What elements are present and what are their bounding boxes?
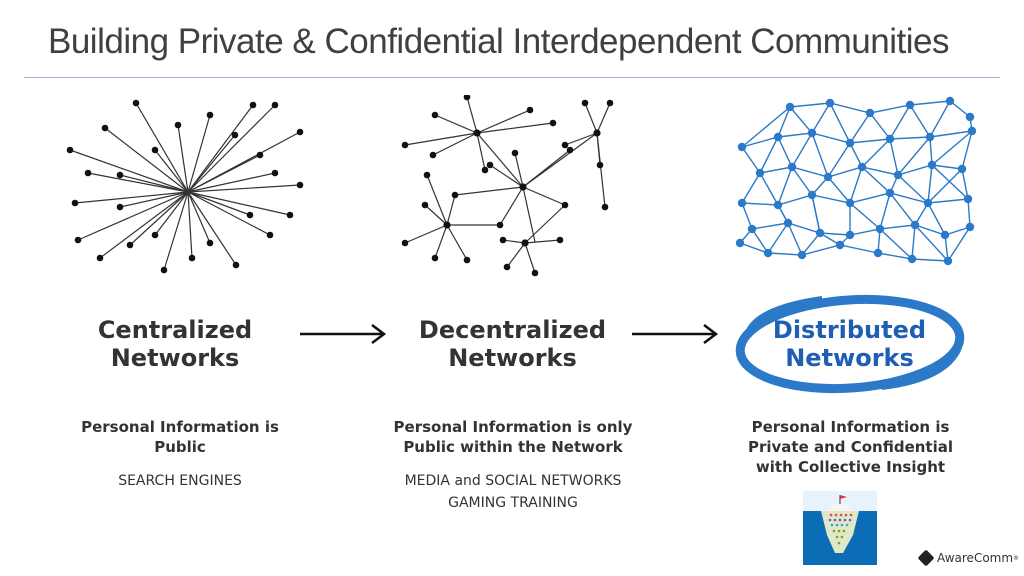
distributed-description: Personal Information is Private and Conf… <box>728 417 973 477</box>
centralized-label-line2: Networks <box>110 344 240 372</box>
decentralized-examples: MEDIA and SOCIAL NETWORKS GAMING TRAININ… <box>378 470 648 514</box>
distributed-label-line2: Networks <box>785 344 914 372</box>
decentralized-description: Personal Information is only Public with… <box>378 417 648 457</box>
distributed-label-line1: Distributed <box>772 316 927 344</box>
distributed-desc-line2: Private and Confidential <box>747 438 954 456</box>
awarecomm-logo-icon <box>917 549 935 567</box>
centralized-desc-line1: Personal Information is <box>81 418 279 436</box>
iceberg-icon <box>803 491 877 565</box>
decentralized-network-diagram <box>401 95 614 277</box>
decentralized-label: Decentralized Networks <box>405 316 620 372</box>
distributed-desc-line3: with Collective Insight <box>755 458 946 476</box>
centralized-description: Personal Information is Public <box>55 417 305 457</box>
arrow-right-icon <box>300 324 387 344</box>
title-divider <box>24 77 1000 78</box>
centralized-label-line1: Centralized <box>97 316 253 344</box>
centralized-examples-line1: SEARCH ENGINES <box>118 473 242 489</box>
distributed-network-diagram <box>735 96 977 266</box>
centralized-label: Centralized Networks <box>80 316 270 372</box>
decentralized-examples-line1: MEDIA and SOCIAL NETWORKS <box>404 473 622 489</box>
decentralized-desc-line2: Public within the Network <box>403 438 623 456</box>
distributed-desc-line1: Personal Information is <box>751 418 950 436</box>
logo-registered-mark: ® <box>1013 554 1020 562</box>
distributed-label: Distributed Networks <box>752 316 947 372</box>
awarecomm-logo: AwareComm® <box>917 549 1020 567</box>
arrow-right-icon <box>632 324 719 344</box>
decentralized-desc-line1: Personal Information is only <box>393 418 633 436</box>
logo-text: AwareComm <box>937 551 1014 565</box>
decentralized-examples-line2: GAMING TRAINING <box>448 495 578 511</box>
decentralized-label-line2: Networks <box>448 344 577 372</box>
centralized-examples: SEARCH ENGINES <box>55 470 305 492</box>
page-title: Building Private & Confidential Interdep… <box>48 22 949 61</box>
centralized-desc-line2: Public <box>154 438 206 456</box>
decentralized-label-line1: Decentralized <box>418 316 607 344</box>
centralized-network-diagram <box>66 99 304 274</box>
brush-circle-highlight <box>735 294 965 394</box>
